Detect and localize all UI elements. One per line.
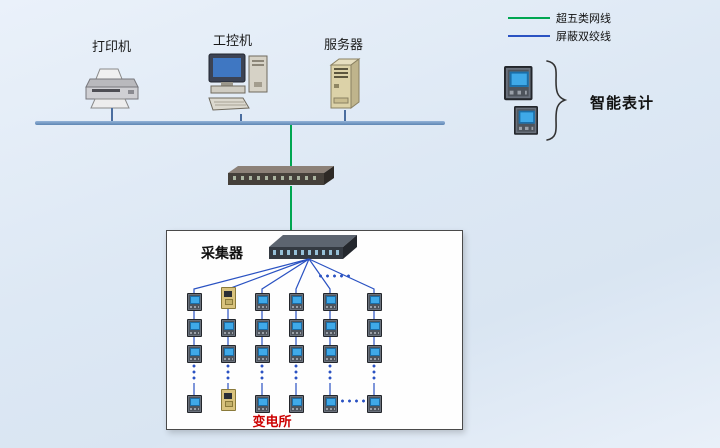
meter-icon <box>367 319 382 337</box>
legend-line-twisted-pair <box>508 35 550 37</box>
vertical-ellipsis <box>328 363 332 381</box>
printer-drop-line <box>111 108 113 121</box>
meter-icon <box>289 345 304 363</box>
horizontal-ellipsis <box>339 399 367 403</box>
meter-icon <box>187 293 202 311</box>
meter-icon <box>187 395 202 413</box>
meter-icon <box>255 293 270 311</box>
meter-icon <box>289 395 304 413</box>
smart-meters-label: 智能表计 <box>590 94 655 112</box>
vertical-ellipsis <box>260 363 264 381</box>
meter-icon <box>289 319 304 337</box>
vertical-ellipsis <box>226 363 230 381</box>
collector-icon <box>269 233 357 267</box>
ipc-label: 工控机 <box>213 34 253 49</box>
meter-icon <box>289 293 304 311</box>
server-label: 服务器 <box>324 38 364 53</box>
meter-icon <box>323 345 338 363</box>
switch-icon <box>228 166 334 190</box>
server-drop-line <box>344 110 346 121</box>
meter-icon <box>367 345 382 363</box>
meter-icon <box>187 319 202 337</box>
legend-label-twisted-pair: 屏蔽双绞线 <box>556 30 611 43</box>
meter-icon <box>187 345 202 363</box>
industrial-pc-icon <box>205 52 277 118</box>
meter-icon <box>255 345 270 363</box>
brace-icon <box>546 60 568 146</box>
collector-label: 采集器 <box>201 246 243 262</box>
vertical-ellipsis <box>192 363 196 381</box>
cat5e-cable-lower <box>290 186 292 234</box>
meter-icon <box>323 395 338 413</box>
meter-icon <box>367 395 382 413</box>
horizontal-ellipsis <box>317 274 353 278</box>
legend-label-cat5e: 超五类网线 <box>556 12 611 25</box>
yellow-meter-icon <box>221 389 236 411</box>
meter-icon <box>255 319 270 337</box>
substation-box: 采集器 <box>166 230 463 430</box>
vertical-ellipsis <box>372 363 376 381</box>
bus-line <box>35 121 445 125</box>
meter-icon <box>323 293 338 311</box>
meter-icon <box>255 395 270 413</box>
legend-line-cat5e <box>508 17 550 19</box>
meter-icon <box>221 345 236 363</box>
cat5e-cable-upper <box>290 125 292 166</box>
twisted-pair-wiring <box>193 258 375 403</box>
meter-icon <box>323 319 338 337</box>
printer-icon <box>84 68 140 114</box>
meter-icon <box>221 319 236 337</box>
yellow-meter-icon <box>221 287 236 309</box>
substation-label: 变电所 <box>252 415 292 430</box>
meter-icon <box>367 293 382 311</box>
printer-label: 打印机 <box>92 40 132 55</box>
vertical-ellipsis <box>294 363 298 381</box>
ipc-drop-line <box>240 114 242 121</box>
server-icon <box>327 58 363 114</box>
